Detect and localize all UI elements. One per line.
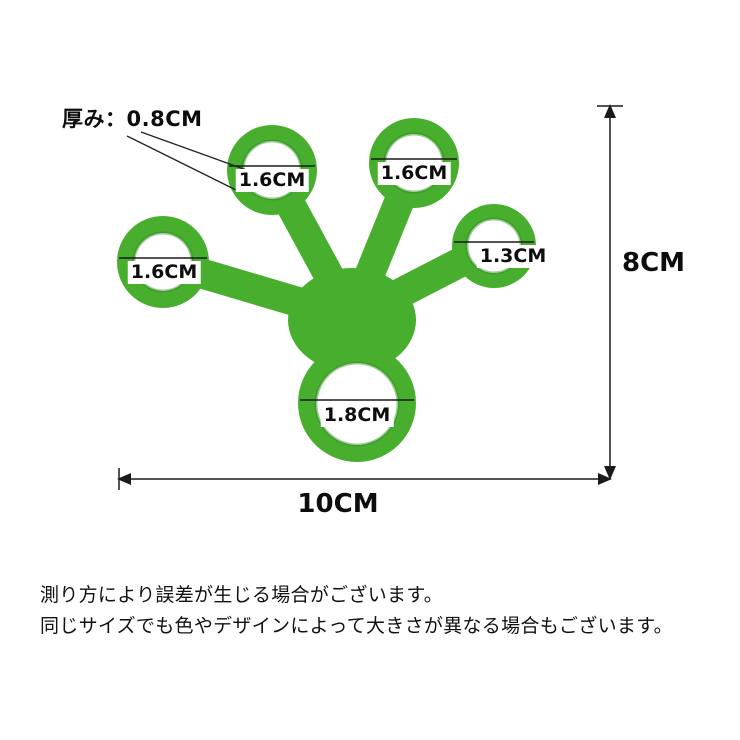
ring-bottom-label: 1.8CM bbox=[320, 404, 394, 427]
thickness-label: 厚み：0.8CM bbox=[62, 107, 203, 131]
ring-measure-lines bbox=[119, 158, 534, 401]
ring-right-label: 1.3CM bbox=[476, 245, 550, 268]
width-dimension-line bbox=[117, 468, 612, 490]
height-label: 8CM bbox=[622, 248, 686, 278]
ring-left-label: 1.6CM bbox=[127, 261, 201, 284]
finger-stretcher bbox=[117, 118, 536, 462]
device-palm bbox=[288, 268, 416, 372]
thickness-pointer-lines bbox=[126, 131, 253, 191]
ring-upper-right-label: 1.6CM bbox=[377, 162, 451, 185]
note-line-2: 同じサイズでも色やデザインによって大きさが異なる場合もございます。 bbox=[40, 615, 673, 637]
width-label: 10CM bbox=[297, 489, 379, 519]
height-dimension-line bbox=[597, 104, 623, 480]
ring-upper-left-label: 1.6CM bbox=[235, 169, 309, 192]
note-line-1: 測り方により誤差が生じる場合がございます。 bbox=[40, 584, 444, 606]
